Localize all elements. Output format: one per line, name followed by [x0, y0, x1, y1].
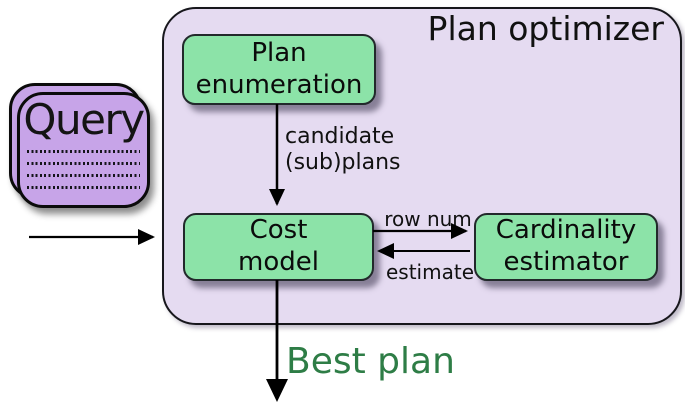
- node-plan-enumeration: Plan enumeration: [182, 34, 376, 105]
- query-label: Query: [23, 95, 145, 144]
- candidate-label-line1: candidate: [285, 124, 395, 149]
- query-text-line: [27, 150, 140, 154]
- plan-enumeration-label-line1: Plan: [251, 37, 307, 68]
- cost-model-label-line1: Cost: [249, 215, 308, 246]
- cardinality-estimator-label-line2: estimator: [503, 247, 629, 277]
- query-text-line: [27, 174, 140, 178]
- edge-label-estimate: estimate: [385, 260, 474, 284]
- node-cardinality-estimator: Cardinality estimator: [474, 213, 658, 281]
- edge-label-row-num: row num: [384, 207, 472, 231]
- plan-enumeration-label-line2: enumeration: [195, 69, 363, 100]
- node-cost-model: Cost model: [183, 213, 374, 281]
- plan-optimizer-container: Plan optimizer Plan enumeration Cost mod…: [162, 7, 682, 325]
- query-text-line: [27, 162, 140, 166]
- cardinality-estimator-label-line1: Cardinality: [495, 215, 637, 246]
- edge-label-candidate-subplans: candidate (sub)plans: [285, 124, 401, 176]
- cost-model-label-line2: model: [238, 247, 319, 277]
- query-card-front: Query: [17, 92, 150, 208]
- query-text-line: [27, 186, 140, 190]
- candidate-label-line2: (sub)plans: [285, 150, 401, 175]
- plan-optimizer-title: Plan optimizer: [427, 9, 664, 48]
- best-plan-label: Best plan: [286, 341, 455, 382]
